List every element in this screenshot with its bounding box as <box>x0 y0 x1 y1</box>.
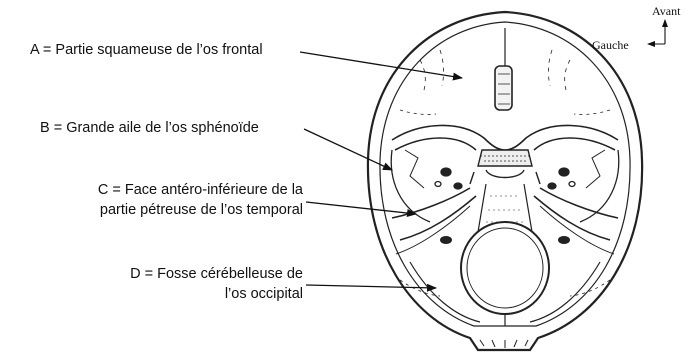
clivus <box>478 184 532 232</box>
label-a-text: A = Partie squameuse de l’os frontal <box>30 42 263 58</box>
sella-turcica <box>470 150 540 184</box>
arrow-c <box>306 202 416 214</box>
arrow-a <box>300 52 462 78</box>
label-greater-wing: B = Grande aile de l’os sphénoïde <box>40 118 259 138</box>
arrow-b <box>304 129 392 170</box>
sphenoid-ridge <box>392 125 618 150</box>
foramen-magnum <box>461 222 549 314</box>
label-cerebellar-fossa: D = Fosse cérébelleuse de l’os occipital <box>130 264 303 304</box>
crista-galli <box>495 66 512 110</box>
label-d-line1: D = Fosse cérébelleuse de <box>130 264 303 284</box>
label-c-line2: partie pétreuse de l’os temporal <box>98 200 303 220</box>
orientation-left-label: Gauche <box>592 38 629 53</box>
leader-arrows <box>300 52 462 288</box>
orientation-arrows <box>648 20 665 44</box>
label-petrous-face: C = Face antéro-inférieure de la partie … <box>98 180 303 220</box>
label-c-line1: C = Face antéro-inférieure de la <box>98 180 303 200</box>
label-frontal-squama: A = Partie squameuse de l’os frontal <box>30 40 263 60</box>
anterior-fossa <box>400 28 610 115</box>
label-d-line2: l’os occipital <box>130 284 303 304</box>
arrow-d <box>306 285 436 288</box>
label-b-text: B = Grande aile de l’os sphénoïde <box>40 120 259 136</box>
orientation-front-label: Avant <box>652 4 680 19</box>
